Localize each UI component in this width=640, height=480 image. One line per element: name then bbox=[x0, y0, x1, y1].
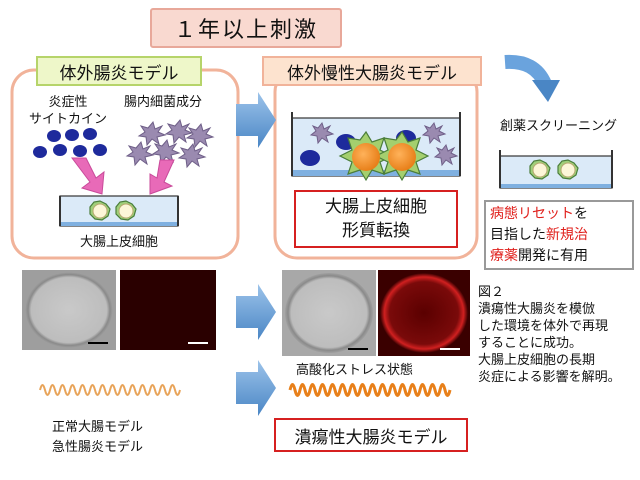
transformation-line2: 形質転換 bbox=[342, 221, 410, 241]
figure-desc-line4: 大腸上皮細胞の長期 bbox=[478, 353, 596, 368]
screening-line2-red: 新規治 bbox=[546, 227, 588, 243]
screening-result-box: 病態リセットを 目指した新規治 療薬開発に有用 bbox=[484, 200, 634, 270]
screening-line3: 療薬開発に有用 bbox=[490, 246, 628, 267]
epithelial-cell-label: 大腸上皮細胞 bbox=[79, 235, 158, 250]
micrograph-uc-fluorescence bbox=[378, 270, 470, 356]
culture-dish-icon-screening bbox=[499, 150, 613, 189]
screening-line1-rest: を bbox=[574, 206, 588, 222]
cytokine-label-line2: サイトカイン bbox=[28, 112, 107, 127]
micrograph-normal-fluorescence bbox=[120, 270, 216, 350]
drug-screening-label: 創薬スクリーニング bbox=[500, 119, 618, 134]
transformation-line1: 大腸上皮細胞 bbox=[325, 197, 427, 217]
micrograph-uc-brightfield bbox=[282, 270, 376, 356]
culture-dish-icon-middle bbox=[291, 112, 461, 182]
figure-caption: 図２ 潰瘍性大腸炎を模倣 した環境を体外で再現 することに成功。 大腸上皮細胞の… bbox=[478, 284, 621, 386]
wave-normal-icon bbox=[39, 384, 181, 396]
screening-line1-red: 病態リセット bbox=[490, 206, 574, 222]
uc-model-box: 潰瘍性大腸炎モデル bbox=[274, 418, 468, 452]
cytokine-dots-icon bbox=[33, 128, 107, 158]
micrograph-normal-brightfield bbox=[22, 270, 116, 350]
figure-desc-line3: することに成功。 bbox=[478, 336, 583, 351]
cytokine-label-line1: 炎症性 bbox=[48, 95, 88, 110]
arrow-right-icon-top bbox=[236, 92, 276, 148]
arrow-right-icon-bottom bbox=[236, 360, 276, 416]
screening-line2: 目指した新規治 bbox=[490, 225, 628, 246]
page-title: １年以上刺激 bbox=[150, 8, 342, 48]
cytokine-label: 炎症性 サイトカイン bbox=[20, 94, 116, 128]
bacteria-label: 腸内細菌成分 bbox=[124, 95, 203, 110]
oxidative-stress-label: 高酸化ストレス状態 bbox=[296, 363, 414, 378]
chronic-colitis-label: 体外慢性大腸炎モデル bbox=[262, 56, 482, 86]
normal-model-line1: 正常大腸モデル bbox=[52, 420, 144, 435]
normal-model-label: 正常大腸モデル 急性腸炎モデル bbox=[52, 418, 143, 458]
screening-line1: 病態リセットを bbox=[490, 204, 628, 225]
screening-line3-red: 療薬 bbox=[490, 248, 518, 264]
figure-desc-line5: 炎症による影響を解明。 bbox=[478, 370, 621, 385]
screening-line3-rest: 開発に有用 bbox=[518, 248, 588, 264]
arrow-right-icon-middle bbox=[236, 284, 276, 340]
screening-line2-a: 目指した bbox=[490, 227, 546, 243]
figure-caption-title: 図２ bbox=[478, 285, 505, 300]
figure-desc-line2: した環境を体外で再現 bbox=[478, 319, 609, 334]
in-vitro-colitis-label: 体外腸炎モデル bbox=[36, 56, 202, 86]
uc-model-label: 潰瘍性大腸炎モデル bbox=[294, 427, 448, 448]
wave-uc-icon bbox=[288, 383, 452, 397]
normal-model-line2: 急性腸炎モデル bbox=[52, 440, 144, 455]
curved-arrow-icon bbox=[504, 54, 560, 102]
figure-desc-line1: 潰瘍性大腸炎を模倣 bbox=[478, 302, 596, 317]
pink-arrow-icons bbox=[71, 157, 175, 195]
culture-dish-icon-left bbox=[59, 195, 179, 227]
bacteria-components-icon bbox=[125, 118, 215, 169]
transformation-box: 大腸上皮細胞 形質転換 bbox=[294, 190, 458, 248]
